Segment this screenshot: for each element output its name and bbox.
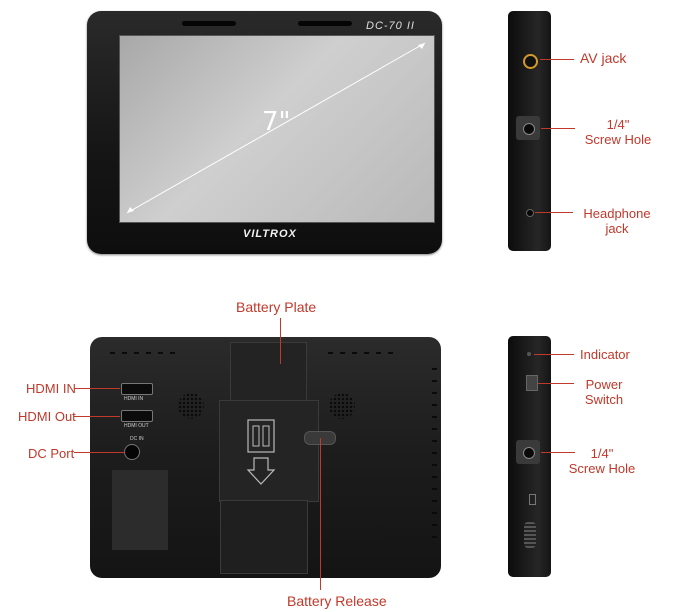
vent — [432, 488, 437, 490]
dc-in-port-text: DC IN — [130, 436, 144, 442]
hdmi-out-port-text: HDMI OUT — [124, 423, 149, 429]
indicator-leader — [534, 354, 574, 355]
vent — [432, 524, 437, 526]
hdmi-in-port-text: HDMI IN — [124, 396, 144, 402]
hdmi-in-label: HDMI IN — [26, 381, 76, 396]
vent — [432, 368, 437, 370]
dc-port — [124, 444, 140, 460]
vent — [388, 352, 393, 354]
dc-port-label: DC Port — [28, 446, 75, 461]
screw-hole-label: 1/4"Screw Hole — [584, 117, 652, 147]
vent — [432, 464, 437, 466]
brand-logo: VILTROX — [243, 228, 297, 240]
speaker-left — [178, 393, 204, 419]
vent — [432, 392, 437, 394]
vent — [364, 352, 369, 354]
power-switch-leader — [538, 383, 574, 384]
diagonal-arrow — [126, 42, 426, 214]
vent — [432, 416, 437, 418]
vent — [376, 352, 381, 354]
hdmi-out-label: HDMI Out — [18, 409, 76, 424]
vent — [352, 352, 357, 354]
rating-sticker — [112, 470, 168, 550]
vent — [340, 352, 345, 354]
speaker-right — [329, 393, 355, 419]
screw-hole-label-2: 1/4"Screw Hole — [568, 446, 636, 476]
av-jack-label: AV jack — [580, 50, 627, 66]
av-jack-leader — [540, 59, 574, 60]
indicator-label: Indicator — [580, 347, 630, 362]
hdmi-out-leader — [74, 416, 120, 417]
vent — [110, 352, 115, 354]
hdmi-out-port — [121, 410, 153, 422]
battery-plate-label: Battery Plate — [236, 299, 317, 315]
vent — [328, 352, 333, 354]
vent — [432, 512, 437, 514]
power-switch[interactable] — [526, 375, 538, 391]
hdmi-in-port — [121, 383, 153, 395]
screw-hole-port-2 — [523, 447, 535, 459]
av-jack-port — [523, 54, 538, 69]
vent — [122, 352, 127, 354]
headphone-port — [526, 209, 534, 217]
screw-hole-leader — [541, 128, 575, 129]
vent — [432, 440, 437, 442]
screw-hole-leader-2 — [541, 452, 575, 453]
screen-size-label: 7" — [262, 107, 291, 137]
battery-plate-leader — [280, 318, 281, 364]
hdmi-in-leader — [74, 388, 120, 389]
vent — [432, 428, 437, 430]
usb-port — [529, 494, 536, 505]
indicator-light — [527, 352, 531, 356]
vent — [432, 380, 437, 382]
dc-port-leader — [74, 452, 125, 453]
screw-hole-port — [523, 123, 535, 135]
front-vent-left — [182, 21, 236, 26]
vent — [170, 352, 175, 354]
adjust-wheel[interactable] — [524, 522, 536, 548]
battery-plate-body — [219, 400, 319, 502]
battery-plate-top — [230, 342, 307, 402]
model-name: DC-70 II — [366, 20, 415, 32]
vent — [432, 404, 437, 406]
headphone-leader — [535, 212, 573, 213]
vent — [432, 536, 437, 538]
vent — [432, 500, 437, 502]
monitor-screen — [119, 35, 435, 223]
vent — [432, 476, 437, 478]
battery-plate-bottom — [220, 500, 308, 574]
battery-insert-diagram — [246, 419, 276, 485]
vent — [432, 452, 437, 454]
vent — [146, 352, 151, 354]
front-vent-right — [298, 21, 352, 26]
vent — [158, 352, 163, 354]
vent — [134, 352, 139, 354]
battery-release-leader — [320, 438, 321, 590]
battery-release-label: Battery Release — [287, 593, 387, 609]
